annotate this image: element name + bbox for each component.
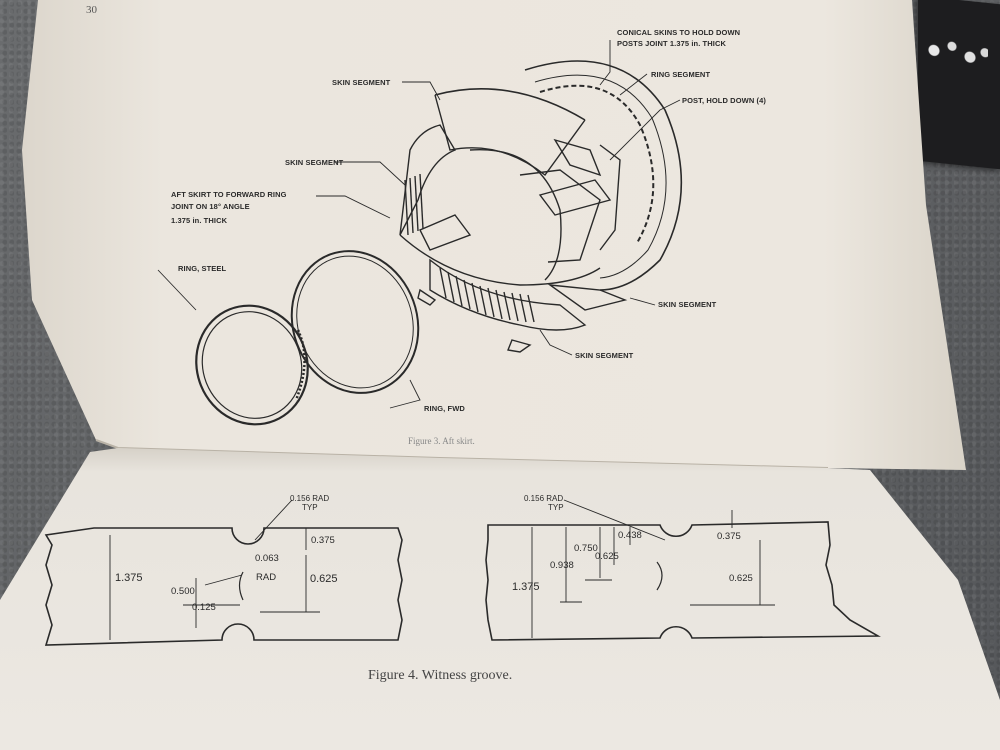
- right-part-outline: [485, 521, 881, 641]
- right-dim-0625-inner: 0.625: [595, 551, 619, 562]
- right-rad-label-line1: 0.156 RAD: [524, 494, 564, 503]
- left-dim-0125: 0.125: [192, 602, 216, 613]
- label-conical-line1: CONICAL SKINS TO HOLD DOWN: [617, 28, 741, 37]
- left-dim-rad: RAD: [256, 572, 277, 583]
- right-dim-0375: 0.375: [717, 531, 741, 542]
- forward-ring: [290, 250, 420, 394]
- label-ring-fwd: RING, FWD: [424, 404, 465, 413]
- label-skin-segment-top: SKIN SEGMENT: [332, 78, 391, 87]
- left-dim-0375: 0.375: [311, 535, 335, 546]
- right-dim-0438: 0.438: [618, 530, 642, 541]
- top-page-number: 30: [86, 4, 97, 16]
- label-post-hold-down: POST, HOLD DOWN (4): [682, 96, 766, 105]
- label-skin-segment-right: SKIN SEGMENT: [658, 300, 717, 309]
- figure-3-caption: Figure 3. Aft skirt.: [408, 436, 475, 446]
- label-skin-segment-left: SKIN SEGMENT: [285, 158, 344, 167]
- left-dim-0500: 0.500: [171, 586, 195, 597]
- label-ring-steel: RING, STEEL: [178, 264, 227, 273]
- right-dim-0750: 0.750: [574, 543, 598, 554]
- ring-segment: [524, 60, 683, 291]
- label-aft-skirt-line1: AFT SKIRT TO FORWARD RING: [171, 190, 287, 199]
- figure-4-caption: Figure 4. Witness groove.: [368, 668, 513, 683]
- label-aft-skirt-line2: JOINT ON 18° ANGLE: [171, 202, 250, 211]
- right-dim-1375: 1.375: [512, 581, 540, 593]
- left-dim-1375: 1.375: [115, 572, 143, 584]
- label-ring-segment: RING SEGMENT: [651, 70, 711, 79]
- right-dim-0625: 0.625: [729, 573, 753, 584]
- label-aft-skirt-line3: 1.375 in. THICK: [171, 216, 228, 225]
- hold-down-post: [538, 179, 612, 216]
- right-dim-0938: 0.938: [550, 560, 574, 571]
- left-rad-label-line2: TYP: [302, 503, 318, 512]
- bottom-skin-segment: [429, 258, 587, 331]
- left-part-outline: [44, 527, 403, 646]
- left-dim-0625: 0.625: [310, 573, 338, 585]
- left-dim-0063: 0.063: [255, 553, 279, 564]
- label-skin-segment-bottom: SKIN SEGMENT: [575, 351, 634, 360]
- left-rad-label-line1: 0.156 RAD: [290, 494, 330, 503]
- right-rad-label-line2: TYP: [548, 503, 564, 512]
- label-conical-line2: POSTS JOINT 1.375 in. THICK: [617, 39, 726, 48]
